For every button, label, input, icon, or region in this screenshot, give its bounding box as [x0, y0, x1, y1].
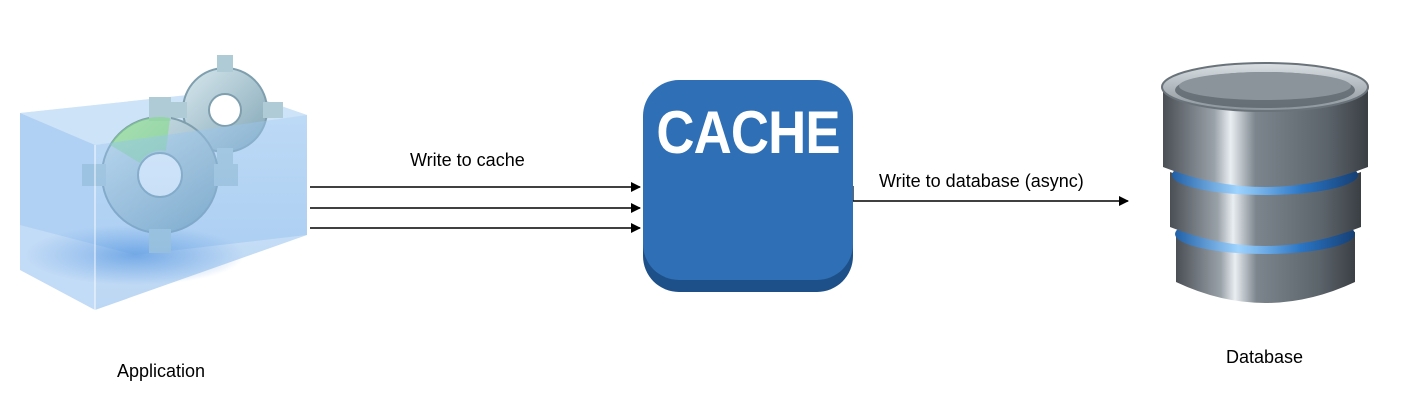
- database-label: Database: [1226, 347, 1304, 367]
- cache-block-icon: [643, 80, 853, 292]
- database-node: [1158, 62, 1373, 312]
- database-cylinder-icon: [1161, 62, 1369, 303]
- write-to-database-label: Write to database (async): [879, 171, 1084, 191]
- write-to-cache-label: Write to cache: [410, 150, 525, 170]
- cache-label: CACHE: [656, 99, 840, 166]
- application-label: Application: [117, 361, 206, 381]
- application-node: [15, 52, 315, 315]
- gears-in-box-icon: [20, 52, 307, 310]
- cache-node: CACHE: [643, 80, 853, 292]
